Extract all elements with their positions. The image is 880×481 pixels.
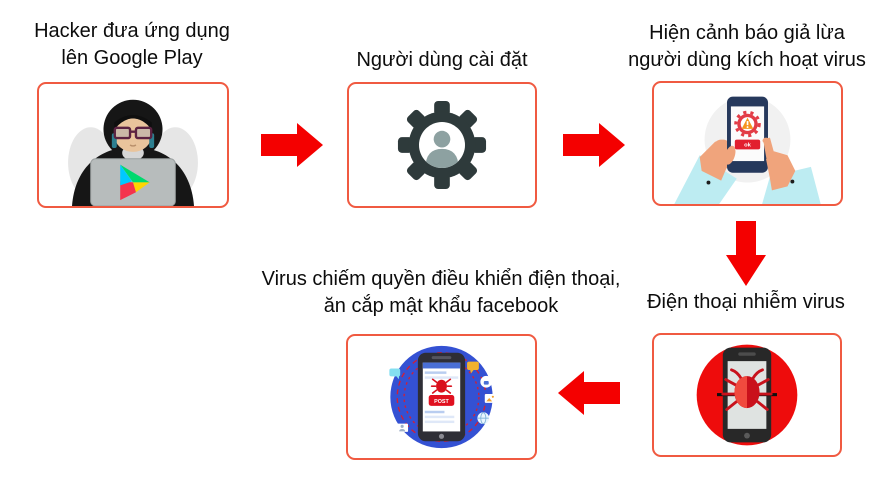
step3-title-line2: người dùng kích hoạt virus	[628, 49, 866, 71]
small-bug-icon	[430, 378, 453, 394]
monitor-user-icon	[396, 423, 409, 435]
step3-title: Hiện cảnh báo giả lừa người dùng kích ho…	[625, 20, 869, 74]
step5-title-line1: Virus chiếm quyền điều khiển điện thoại,	[261, 268, 621, 290]
arrow-left-icon	[558, 371, 620, 420]
gear-icon	[397, 100, 487, 190]
user-silhouette-icon	[425, 130, 459, 169]
step2-title-line1: Người dùng cài đặt	[356, 49, 528, 71]
globe-icon	[477, 412, 490, 425]
step2-title: Người dùng cài đặt	[322, 47, 562, 74]
step2-panel	[347, 82, 537, 208]
warning-gear-icon	[734, 110, 761, 138]
activate-button: ok	[734, 139, 761, 150]
step1-title-line2: lên Google Play	[61, 47, 203, 69]
post-button: POST	[428, 395, 455, 406]
step4-title-line1: Điện thoại nhiễm virus	[647, 291, 845, 313]
step4-title: Điện thoại nhiễm virus	[626, 289, 866, 316]
hacker-illustration	[68, 99, 198, 206]
step3-title-line1: Hiện cảnh báo giả lừa	[649, 22, 845, 44]
laptop	[90, 158, 176, 206]
step1-title: Hacker đưa ứng dụng lên Google Play	[12, 18, 252, 72]
hacked-phone: POST	[417, 352, 466, 442]
bug-icon	[721, 368, 773, 411]
phone-with-warning: ok	[727, 96, 768, 173]
install-illustration	[397, 100, 487, 190]
step3-panel: ok	[652, 81, 843, 206]
arrow-down-icon	[726, 221, 766, 291]
arrow-right-icon-2	[563, 123, 625, 172]
pointing-hand	[762, 137, 796, 191]
step5-panel: POST	[346, 334, 537, 460]
left-sleeve	[674, 155, 737, 204]
hacker-glasses-icon	[113, 126, 153, 140]
virus-takeover-illustration: POST	[389, 345, 496, 449]
step5-title-line2: ăn cắp mật khẩu facebook	[323, 295, 559, 317]
activate-button-label: ok	[744, 143, 752, 149]
photo-icon	[484, 394, 496, 403]
google-play-logo-icon	[120, 164, 150, 201]
fake-warning-illustration: ok	[674, 96, 821, 204]
arrow-right-icon-1	[261, 123, 323, 172]
step4-panel	[652, 333, 842, 457]
step1-title-line1: Hacker đưa ứng dụng	[34, 20, 230, 42]
step5-title: Virus chiếm quyền điều khiển điện thoại,…	[258, 266, 624, 320]
step1-panel	[37, 82, 229, 208]
like-icon	[480, 375, 493, 388]
post-button-label: POST	[434, 399, 449, 405]
chat-bubble-2-icon	[389, 368, 401, 380]
infected-phone-illustration	[696, 344, 798, 446]
chat-bubble-icon	[467, 361, 479, 374]
